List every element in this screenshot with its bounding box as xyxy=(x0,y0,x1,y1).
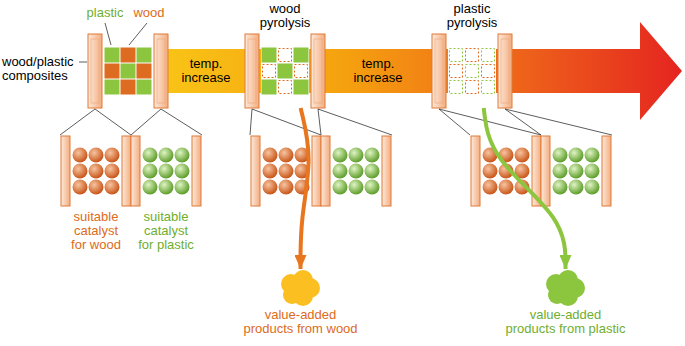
flow-arrow xyxy=(484,108,566,269)
node-text: plastic pyrolysis xyxy=(433,2,511,30)
material-label: wood xyxy=(124,6,174,20)
leader-lines xyxy=(79,23,147,62)
plastic-pyrolysis-reactor xyxy=(432,34,512,108)
node-text: suitable catalyst for plastic xyxy=(136,210,196,252)
arrow-label: temp. increase xyxy=(171,57,241,85)
reactor-stage: wood pyrolysis xyxy=(246,2,324,108)
wood-pyrolysis-reactor xyxy=(245,34,325,108)
product-blob xyxy=(546,270,585,306)
node-text: value-added products from plastic xyxy=(504,308,627,336)
node-text: wood pyrolysis xyxy=(246,2,324,30)
catalyst-bed: suitable catalyst for wood xyxy=(66,136,126,252)
temperature-arrow xyxy=(168,22,682,120)
catalyst-bed xyxy=(61,136,201,206)
flow-arrow xyxy=(301,108,309,269)
zoom-lines xyxy=(60,109,612,135)
composite-reactor xyxy=(88,34,168,108)
reactor-stage: plastic pyrolysis xyxy=(433,2,511,108)
node-text: suitable catalyst for wood xyxy=(66,210,126,252)
product-blob xyxy=(281,270,320,306)
catalyst-bed: suitable catalyst for plastic xyxy=(136,136,196,252)
catalyst-bed xyxy=(251,136,391,206)
feed-label: wood/plastic composites xyxy=(2,55,76,83)
arrow-label: temp. increase xyxy=(343,57,413,85)
product-blob: value-added products from wood xyxy=(239,269,362,336)
node-text: value-added products from wood xyxy=(239,308,362,336)
product-blob: value-added products from plastic xyxy=(504,269,627,336)
material-label: plastic xyxy=(80,6,130,20)
